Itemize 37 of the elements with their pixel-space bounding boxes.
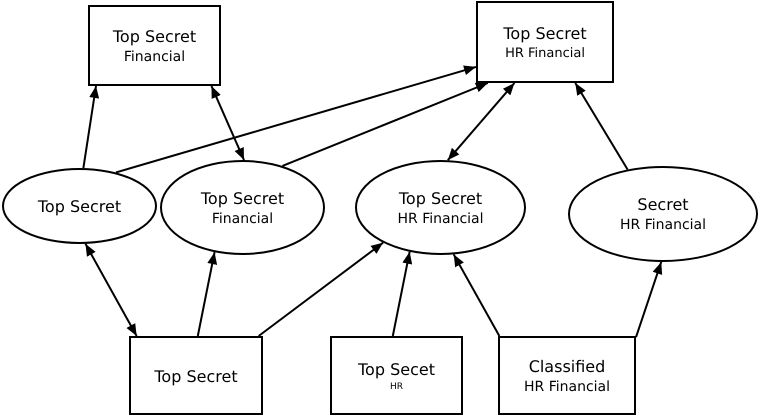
node-subtitle: HR Financial <box>505 46 585 62</box>
arrow <box>116 65 476 174</box>
node-title: Top Secet <box>358 360 435 380</box>
arrow <box>210 86 245 160</box>
arrow <box>84 243 138 336</box>
arrow <box>82 86 100 168</box>
rectangle-node <box>129 336 263 415</box>
arrow <box>392 252 412 336</box>
node-subtitle: HR Financial <box>620 217 706 235</box>
rectangle-node <box>330 336 463 415</box>
node-title: Classified <box>528 356 606 377</box>
arrow <box>635 262 662 338</box>
ellipse-node <box>355 160 526 255</box>
ellipse-node <box>2 168 157 244</box>
arrow <box>282 82 488 167</box>
node-title: Top Secret <box>112 26 196 47</box>
arrow <box>258 242 384 337</box>
node-subtitle: HR Financial <box>524 378 610 396</box>
node-subtitle: HR Financial <box>397 210 484 228</box>
rectangle-node <box>498 336 636 415</box>
node-title: Top Secret <box>398 188 482 209</box>
node-title: Top Secret <box>154 366 238 386</box>
node-title: Top Secret <box>503 24 587 44</box>
rectangle-node <box>88 5 221 86</box>
node-subtitle: Financial <box>124 48 186 66</box>
node-subtitle: HR <box>390 382 404 394</box>
rectangle-node <box>476 1 614 83</box>
ellipse-node <box>160 160 325 255</box>
node-subtitle: Financial <box>212 210 274 228</box>
arrow <box>452 254 500 336</box>
node-title: Top Secret <box>38 197 122 217</box>
node-title: Top Secret <box>200 188 284 209</box>
node-title: Secret <box>637 195 689 216</box>
arrow <box>447 82 516 161</box>
arrow <box>574 82 628 170</box>
ellipse-node <box>568 166 758 262</box>
arrow <box>196 252 218 336</box>
